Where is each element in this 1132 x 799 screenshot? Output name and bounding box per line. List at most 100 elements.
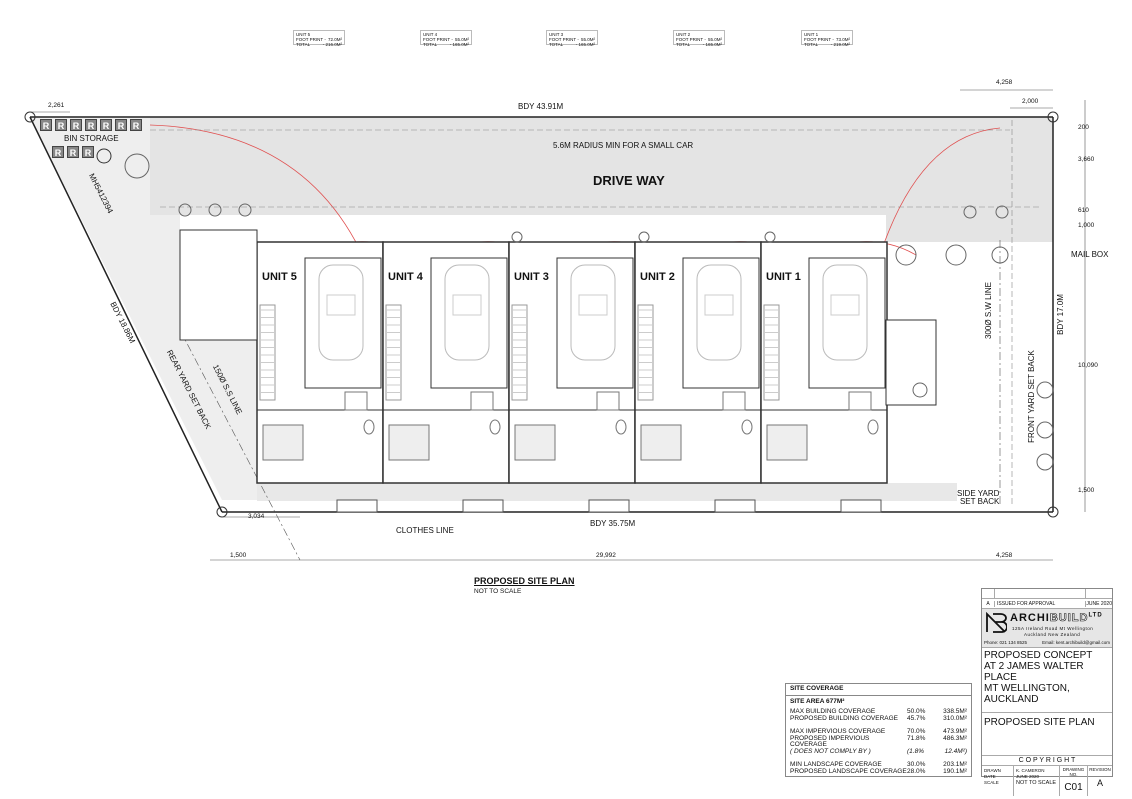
dimension-label: 610: [1078, 207, 1089, 214]
boundary-left: [29, 116, 223, 513]
coverage-percent: 70.0%: [907, 728, 926, 735]
unit-summary-name: UNIT 1: [804, 32, 819, 37]
turning-arc: [879, 127, 1001, 256]
boundary-top-label: BDY 43.91M: [518, 102, 564, 111]
tree-icon: [945, 244, 967, 266]
footprint-value: 55.0M²: [707, 37, 722, 42]
total-label: TOTAL: [423, 42, 438, 47]
footprint-value: 72.0M²: [327, 37, 342, 42]
revision-label: REVISION: [1089, 767, 1111, 772]
footprint-row: FOOT PRINT -55.0M²: [676, 37, 722, 42]
tree-icon: [638, 231, 650, 243]
boundary-bottom-label: BDY 35.75M: [590, 519, 636, 528]
bed-icon: [388, 424, 430, 461]
coverage-percent: 45.7%: [907, 714, 926, 722]
dimension-label: 3,034: [248, 513, 265, 520]
footprint-row: FOOT PRINT -73.0M²: [804, 37, 850, 42]
coverage-label: PROPOSED IMPERVIOUS COVERAGE: [790, 734, 870, 748]
clothes-line-label: CLOTHES LINE: [396, 526, 454, 535]
unit-label: UNIT 4: [388, 271, 424, 283]
tree-icon: [1036, 421, 1054, 439]
project-line: AT 2 JAMES WALTER PLACE: [984, 661, 1084, 683]
drawing-subtitle: NOT TO SCALE: [474, 588, 522, 595]
coverage-percent: 28.0%: [907, 767, 926, 775]
coverage-label: MIN LANDSCAPE COVERAGE: [790, 761, 882, 768]
bin-storage-label: BIN STORAGE: [64, 134, 119, 143]
total-row: TOTAL - 165.0M²: [676, 42, 722, 47]
shower-icon: [344, 391, 368, 411]
footprint-label: FOOT PRINT -: [549, 37, 579, 42]
manhole-icon: [96, 148, 112, 164]
car-icon: [822, 264, 868, 361]
stairs: [259, 304, 276, 401]
total-label: TOTAL: [676, 42, 691, 47]
sheet-title: PROPOSED SITE PLAN: [982, 713, 1112, 756]
rev-date: JUNE 2020: [1086, 600, 1112, 607]
radius-note: 5.6M RADIUS MIN FOR A SMALL CAR: [553, 141, 694, 150]
bin-icon: R: [82, 146, 94, 158]
tree-icon: [1036, 453, 1054, 471]
mail-box-label: MAIL BOX: [1071, 250, 1109, 259]
bed-icon: [514, 424, 556, 461]
company-address-1: 125A Ireland Road Mt Wellington: [1012, 626, 1094, 631]
dimension-label: 3,660: [1078, 156, 1095, 163]
footprint-value: 73.0M²: [835, 37, 850, 42]
copyright-label: C O P Y R I G H T: [982, 756, 1112, 766]
coverage-area: 203.1M²: [943, 761, 967, 768]
stairs: [511, 304, 528, 401]
tree-icon: [124, 153, 150, 179]
sw-line-label: 300Ø S.W LINE: [983, 282, 993, 339]
total-label: TOTAL: [296, 42, 311, 47]
total-value: - 165.0M²: [449, 42, 469, 47]
footprint-row: FOOT PRINT -55.0M²: [549, 37, 595, 42]
toilet-icon: [489, 419, 501, 435]
shower-icon: [470, 391, 494, 411]
unit1-front-wing: [885, 319, 937, 406]
total-label: TOTAL: [549, 42, 564, 47]
car-icon: [570, 264, 616, 361]
date-label: DATE: [984, 774, 996, 779]
coverage-percent: 50.0%: [907, 708, 926, 715]
bin-icon: R: [67, 146, 79, 158]
coverage-label: MAX BUILDING COVERAGE: [790, 708, 876, 715]
clothes-line-rack: [840, 499, 882, 513]
toilet-icon: [867, 419, 879, 435]
unit-label: UNIT 2: [640, 271, 675, 283]
unit-2-plan: UNIT 2: [634, 241, 762, 513]
footprint-label: FOOT PRINT -: [804, 37, 834, 42]
drawn-by: K. CAMERON: [1016, 768, 1045, 773]
clothes-line-rack: [714, 499, 756, 513]
tree-icon: [991, 246, 1009, 264]
total-row: TOTAL- 165.0M²: [549, 42, 595, 47]
unit-summary-name: UNIT 5: [296, 32, 311, 37]
company-ltd: LTD: [1088, 612, 1103, 619]
unit-label: UNIT 3: [514, 271, 549, 283]
company-address-2: Auckland New Zealand: [1024, 632, 1081, 637]
drawing-date: JUNE 2020: [1016, 774, 1040, 779]
footprint-label: FOOT PRINT -: [423, 37, 453, 42]
total-value: - 165.0M²: [702, 42, 722, 47]
dimension-label: 4,258: [996, 552, 1013, 559]
total-value: - 216.0M²: [322, 42, 342, 47]
unit-summary-name: UNIT 4: [423, 32, 438, 37]
drawn-label: DRAWN: [984, 768, 1001, 773]
drawing-title: PROPOSED SITE PLAN: [474, 576, 575, 586]
company-email: Email: kent.archibuild@gmail.com: [1042, 640, 1110, 645]
dimension-label: 200: [1078, 124, 1089, 131]
rear-strip: [257, 483, 957, 501]
coverage-label: MAX IMPERVIOUS COVERAGE: [790, 728, 886, 735]
revision-row: A ISSUED FOR APPROVAL JUNE 2020: [982, 599, 1112, 609]
coverage-label: PROPOSED LANDSCAPE COVERAGE: [790, 767, 907, 775]
total-row: TOTAL - 216.0M²: [296, 42, 342, 47]
project-line: PROPOSED CONCEPT: [984, 650, 1093, 661]
drawing-no-label: DRAWING NO.: [1062, 767, 1085, 777]
stairs: [637, 304, 654, 401]
stairs: [385, 304, 402, 401]
